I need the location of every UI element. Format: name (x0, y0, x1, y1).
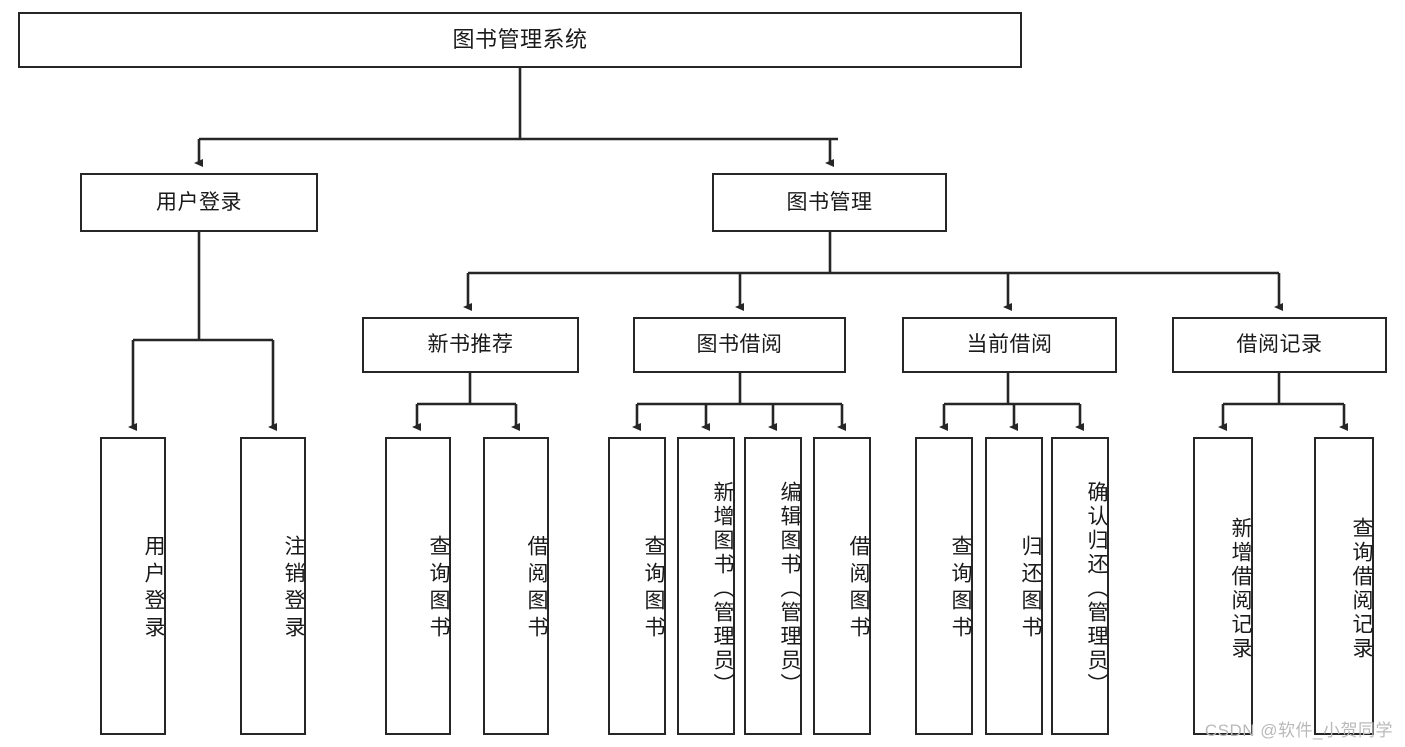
node-current-borrow[interactable]: 当前借阅 (902, 317, 1117, 373)
node-current-borrow-label: 当前借阅 (966, 333, 1053, 357)
node-new-book-recommend[interactable]: 新书推荐 (362, 317, 579, 373)
leaf-add-book-label: 新增图书（管理员） (711, 481, 734, 697)
leaf-confirm-return[interactable]: 确认归还（管理员） (1051, 437, 1109, 735)
leaf-return-book-label: 归还图书 (1019, 535, 1042, 643)
watermark-text: CSDN @软件_小贺同学 (1204, 721, 1393, 740)
leaf-query-book-recommend-label: 查询图书 (427, 535, 450, 643)
leaf-add-borrow-record-label: 新增借阅记录 (1229, 517, 1252, 661)
leaf-borrow-book[interactable]: 借阅图书 (813, 437, 871, 735)
leaf-borrow-book-label: 借阅图书 (847, 535, 870, 643)
leaf-user-logout[interactable]: 注销登录 (240, 437, 306, 735)
node-user-login[interactable]: 用户登录 (80, 173, 318, 232)
leaf-query-borrow-record[interactable]: 查询借阅记录 (1314, 437, 1374, 735)
node-book-manage-label: 图书管理 (786, 190, 873, 214)
node-user-login-label: 用户登录 (156, 190, 242, 214)
node-root[interactable]: 图书管理系统 (18, 12, 1022, 68)
leaf-query-book-current-label: 查询图书 (949, 535, 972, 643)
node-book-manage[interactable]: 图书管理 (712, 173, 947, 232)
leaf-add-borrow-record[interactable]: 新增借阅记录 (1193, 437, 1253, 735)
leaf-user-login[interactable]: 用户登录 (100, 437, 166, 735)
leaf-add-book[interactable]: 新增图书（管理员） (677, 437, 735, 735)
leaf-edit-book-label: 编辑图书（管理员） (778, 481, 801, 697)
leaf-query-book-current[interactable]: 查询图书 (915, 437, 973, 735)
node-borrow-record-label: 借阅记录 (1236, 333, 1323, 357)
leaf-return-book[interactable]: 归还图书 (985, 437, 1043, 735)
leaf-query-book-borrow[interactable]: 查询图书 (608, 437, 666, 735)
leaf-query-borrow-record-label: 查询借阅记录 (1350, 517, 1373, 661)
node-book-borrow[interactable]: 图书借阅 (633, 317, 846, 373)
node-new-book-recommend-label: 新书推荐 (427, 333, 514, 357)
leaf-user-login-label: 用户登录 (142, 535, 165, 643)
leaf-confirm-return-label: 确认归还（管理员） (1085, 481, 1108, 697)
node-book-borrow-label: 图书借阅 (696, 333, 783, 357)
leaf-edit-book[interactable]: 编辑图书（管理员） (744, 437, 802, 735)
node-borrow-record[interactable]: 借阅记录 (1172, 317, 1387, 373)
leaf-borrow-book-recommend-label: 借阅图书 (525, 535, 548, 643)
leaf-query-book-recommend[interactable]: 查询图书 (385, 437, 451, 735)
leaf-borrow-book-recommend[interactable]: 借阅图书 (483, 437, 549, 735)
leaf-user-logout-label: 注销登录 (282, 535, 305, 643)
leaf-query-book-borrow-label: 查询图书 (642, 535, 665, 643)
node-root-label: 图书管理系统 (452, 26, 588, 52)
